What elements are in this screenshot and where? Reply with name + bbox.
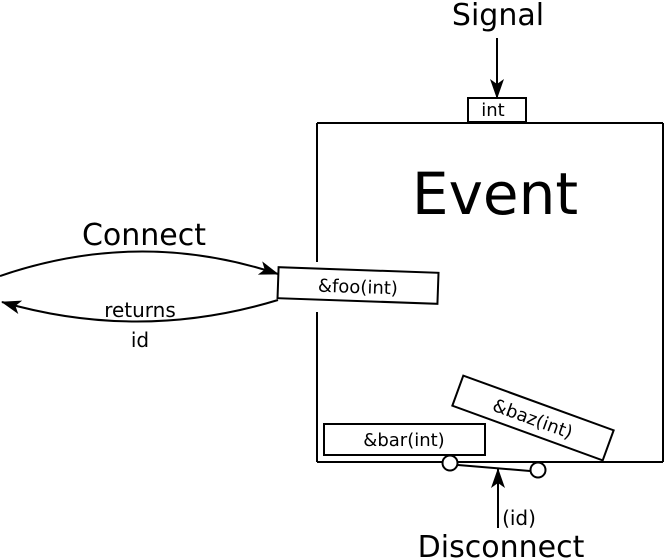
signal-int-slot: [467, 97, 527, 123]
handler-foo: &foo(int): [276, 266, 440, 305]
return-id-arrow: [1, 299, 279, 323]
handler-bar: &bar(int): [323, 423, 486, 456]
signal-slot-type: int: [481, 100, 504, 121]
connect-arrow: [0, 250, 279, 277]
switch-contact-right: [529, 461, 547, 479]
handler-bar-label: &bar(int): [363, 430, 444, 451]
returns-label: returns: [104, 298, 176, 322]
handler-baz-box: [451, 374, 615, 462]
signal-label: Signal: [452, 0, 544, 33]
handler-foo-box: [276, 266, 440, 305]
disconnect-arg: (id): [502, 506, 536, 530]
connect-label: Connect: [82, 218, 206, 253]
id-label: id: [131, 328, 149, 352]
handler-bar-box: [323, 423, 486, 456]
switch-contact-left: [441, 454, 459, 472]
handler-foo-label: &foo(int): [318, 276, 399, 300]
switch-lever: [457, 464, 531, 472]
disconnect-label: Disconnect: [418, 530, 585, 560]
disconnect-switch: [441, 454, 547, 479]
event-title: Event: [412, 160, 578, 228]
